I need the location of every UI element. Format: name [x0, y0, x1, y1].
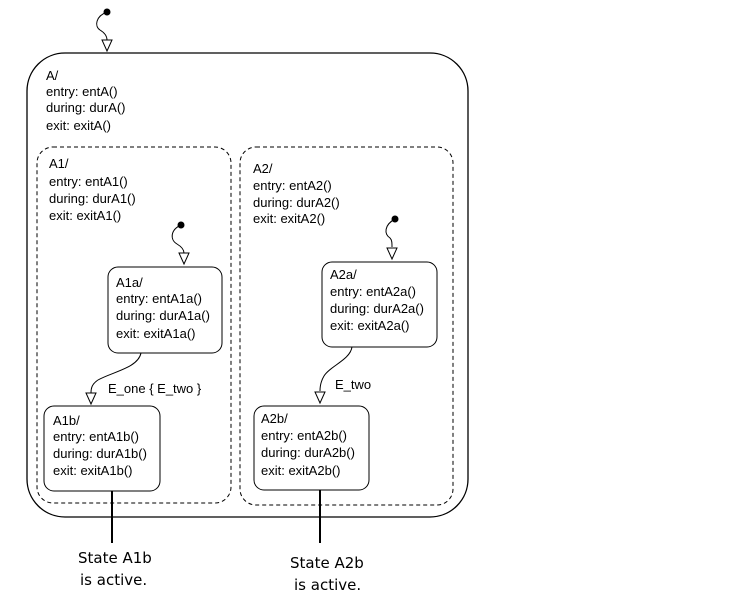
default-transition-A: [96, 8, 113, 53]
default-transition-A2a: [385, 215, 399, 261]
state-A1b-name: A1b/: [53, 413, 80, 428]
transition-A2a-to-A2b: [314, 346, 353, 405]
state-A1a-name: A1a/: [116, 275, 143, 290]
state-A-entry: entry: entA(): [46, 84, 118, 99]
annotation-A2b-line2: is active.: [294, 576, 361, 594]
transition-label-E-one: E_one { E_two }: [108, 381, 202, 396]
state-A2a-box: [321, 261, 438, 348]
state-A2b-entry: entry: entA2b(): [261, 428, 347, 443]
state-A-box: [26, 52, 469, 518]
state-A2-box: [239, 146, 454, 506]
state-A1b-box: [43, 405, 161, 492]
transition-label-E-two: E_two: [335, 377, 371, 392]
state-A1-box: [36, 146, 232, 504]
state-A2-exit: exit: exitA2(): [253, 211, 325, 226]
state-A-during: during: durA(): [46, 100, 125, 115]
state-A-name: A/: [46, 68, 59, 83]
state-A2b-name: A2b/: [261, 411, 288, 426]
state-A1-exit: exit: exitA1(): [49, 208, 121, 223]
state-A2a-name: A2a/: [330, 267, 357, 282]
annotation-A1b-line1: State A1b: [78, 549, 152, 567]
state-A1a-entry: entry: entA1a(): [116, 291, 202, 306]
state-A1a-exit: exit: exitA1a(): [116, 326, 195, 341]
state-A2a-exit: exit: exitA2a(): [330, 318, 409, 333]
state-A2a-entry: entry: entA2a(): [330, 284, 416, 299]
state-A1b-exit: exit: exitA1b(): [53, 463, 132, 478]
state-A2-name: A2/: [253, 161, 273, 176]
state-A2-during: during: durA2(): [253, 195, 340, 210]
transition-A1a-to-A1b: [85, 352, 142, 406]
state-A2b-exit: exit: exitA2b(): [261, 463, 340, 478]
state-A1a-during: during: durA1a(): [116, 308, 210, 323]
state-A2b-during: during: durA2b(): [261, 445, 355, 460]
state-A1-name: A1/: [49, 156, 69, 171]
state-A1b-entry: entry: entA1b(): [53, 429, 139, 444]
annotation-A1b-line2: is active.: [80, 571, 147, 589]
state-A1b-during: during: durA1b(): [53, 446, 147, 461]
state-A2b-box: [253, 405, 370, 491]
default-transition-A1a: [171, 221, 190, 266]
annotation-A2b-line1: State A2b: [290, 554, 364, 572]
state-A-exit: exit: exitA(): [46, 118, 111, 133]
state-A1-during: during: durA1(): [49, 191, 136, 206]
state-A1a-box: [107, 266, 223, 354]
state-A1-entry: entry: entA1(): [49, 174, 128, 189]
state-A2-entry: entry: entA2(): [253, 178, 332, 193]
state-A2a-during: during: durA2a(): [330, 301, 424, 316]
